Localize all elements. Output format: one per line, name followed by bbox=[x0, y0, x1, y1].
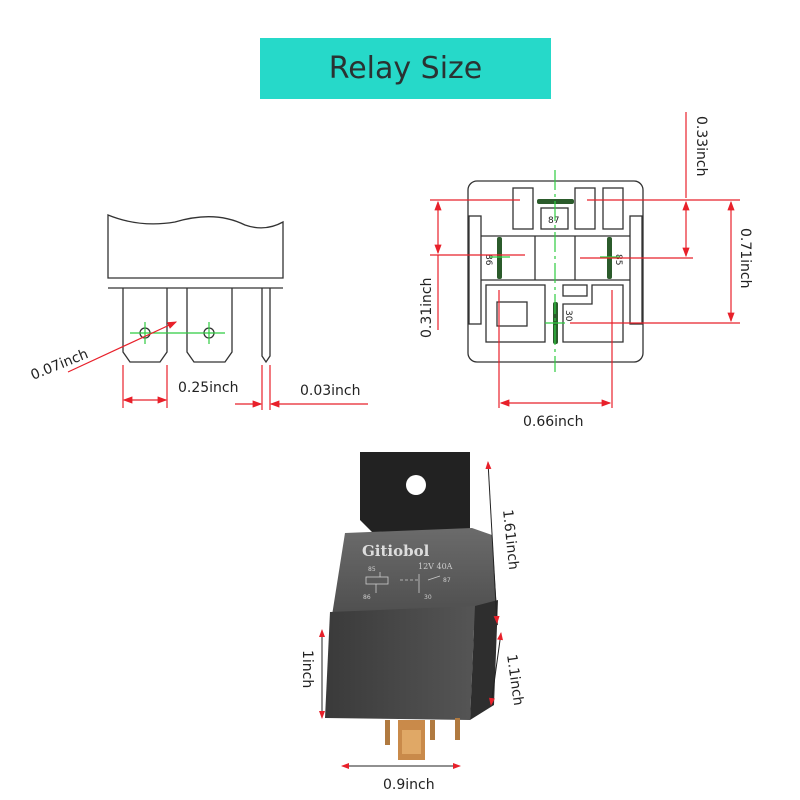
relay-top-face bbox=[330, 528, 498, 630]
dim-line-pin-hole bbox=[67, 321, 178, 373]
dim-86-to-85: 0.66inch bbox=[523, 414, 584, 430]
schematic-85: 85 bbox=[368, 566, 376, 573]
pin-right bbox=[186, 288, 233, 363]
schematic-87: 87 bbox=[443, 577, 451, 584]
title: Relay Size bbox=[328, 51, 483, 86]
schematic-86: 86 bbox=[363, 594, 371, 601]
pin-86-label: 86 bbox=[483, 254, 493, 266]
dim-87-to-30: 0.71inch bbox=[737, 228, 753, 289]
dim-depth: 1inch bbox=[299, 650, 315, 688]
dim-87-to-86: 0.31inch bbox=[419, 277, 435, 338]
pin-30-label: 30 bbox=[563, 310, 573, 322]
relay-front-face bbox=[325, 606, 475, 720]
dim-total-height: 1.61inch bbox=[499, 509, 521, 571]
pin-thin bbox=[261, 288, 271, 364]
title-banner: Relay Size bbox=[260, 38, 551, 99]
relay-schematic bbox=[365, 572, 441, 593]
dim-width: 0.9inch bbox=[383, 777, 435, 793]
relay-photo: Gitiobol 12V 40A 85 86 87 30 1.61inch 1.… bbox=[299, 452, 526, 793]
bottom-view: 87 86 85 30 bbox=[419, 112, 753, 430]
pin-left bbox=[122, 288, 168, 363]
dim-pin-hole: 0.07inch bbox=[29, 346, 91, 384]
relay-body-outline bbox=[107, 214, 284, 279]
brand-label: Gitiobol bbox=[362, 542, 430, 560]
dim-87-to-85: 0.33inch bbox=[693, 116, 709, 177]
schematic-30: 30 bbox=[424, 594, 432, 601]
dim-body-height: 1.1inch bbox=[503, 653, 526, 706]
dim-pin-width: 0.25inch bbox=[178, 380, 239, 396]
pin-87-label: 87 bbox=[548, 216, 559, 226]
bracket-hole bbox=[406, 475, 426, 495]
dim-pin-thickness: 0.03inch bbox=[300, 383, 361, 399]
side-view: 0.07inch 0.25inch 0.03inch bbox=[29, 214, 368, 410]
rating-label: 12V 40A bbox=[418, 562, 453, 571]
pin-85-label: 85 bbox=[613, 254, 623, 265]
